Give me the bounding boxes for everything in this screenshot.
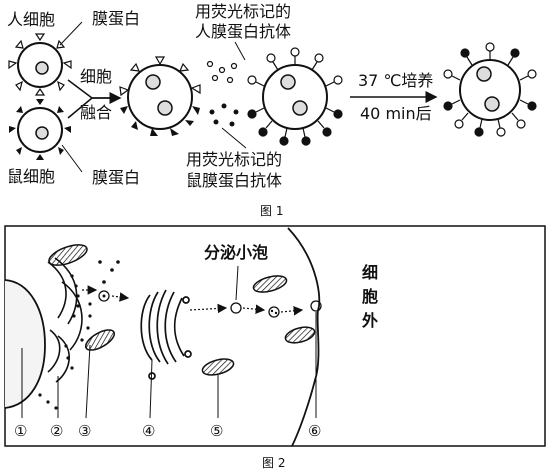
leader-line (235, 265, 239, 301)
fusion-arrow-bottom (67, 97, 93, 119)
incubation-label-line2: 40 min后 (360, 104, 432, 123)
human-antibody-label-line1: 用荧光标记的 (195, 2, 291, 21)
membrane-protein-label-bottom: 膜蛋白 (92, 168, 140, 187)
figure-2-caption: 图 2 (262, 456, 285, 470)
fused-cell (119, 56, 201, 136)
mixed-cell (443, 42, 537, 137)
leader-line (59, 21, 83, 46)
ribosomes (38, 260, 120, 410)
leader-line (234, 41, 246, 61)
mouse-cell-label: 鼠细胞 (7, 167, 55, 186)
outside-label-char-3: 外 (361, 311, 378, 330)
mouse-antibody-dots (209, 103, 239, 127)
membrane-protein-label-top: 膜蛋白 (92, 9, 140, 28)
transport-path-1 (82, 285, 130, 302)
figure-1: 人细胞 膜蛋白 鼠细胞 膜蛋白 细胞 融合 (7, 2, 537, 218)
human-antibody-label-line2: 人膜蛋白抗体 (195, 22, 291, 41)
human-cell (8, 33, 72, 96)
rough-er (47, 257, 83, 383)
vesicle-label: 分泌小泡 (204, 243, 268, 262)
leader-line (61, 144, 83, 173)
mitochondrion (284, 326, 316, 344)
figure-1-caption: 图 1 (260, 204, 283, 218)
marker-4: ④ (142, 422, 155, 440)
marker-leaders (21, 312, 317, 419)
plasma-membrane (287, 227, 321, 447)
nucleus (4, 279, 46, 409)
mitochondrion (48, 244, 88, 266)
mitochondrion (252, 275, 288, 293)
fusion-label-line1: 细胞 (80, 67, 112, 86)
mouse-antibody-label-line1: 用荧光标记的 (186, 150, 282, 169)
labeled-cell (247, 47, 343, 146)
mitochondrion (84, 329, 116, 351)
exocytosis-vesicle (310, 300, 322, 312)
marker-6: ⑥ (308, 422, 321, 440)
marker-5: ⑤ (210, 422, 223, 440)
human-cell-label: 人细胞 (7, 10, 55, 29)
mouse-cell (9, 99, 71, 160)
outside-label-char-1: 细 (362, 263, 378, 282)
outside-label-char-2: 胞 (361, 287, 378, 306)
human-antibody-dots (206, 60, 238, 84)
figure-2: 分泌小泡 细 胞 外 ① ② ③ ④ ⑤ ⑥ 图 2 (4, 225, 546, 470)
marker-1: ① (14, 422, 27, 440)
incubation-label-line1: 37 ℃培养 (358, 71, 433, 90)
fusion-label-line2: 融合 (80, 103, 112, 122)
mouse-antibody-label-line2: 鼠膜蛋白抗体 (186, 171, 282, 190)
marker-2: ② (50, 422, 63, 440)
leader-line (221, 127, 247, 149)
secretory-path (189, 302, 304, 318)
mitochondrion (201, 358, 235, 376)
golgi-apparatus (140, 289, 192, 380)
marker-3: ③ (78, 422, 91, 440)
